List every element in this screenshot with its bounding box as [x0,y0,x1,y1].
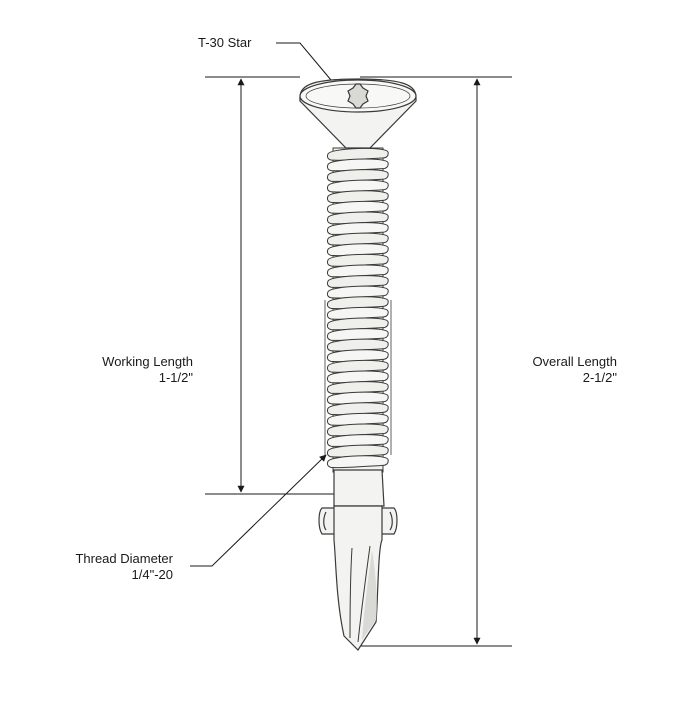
star-drive-icon [347,83,369,109]
flute-groove [349,545,371,643]
thread-ridge [326,200,389,214]
thread-ridge [326,412,389,426]
wing-detail-right [389,511,393,531]
thread-ridge [326,444,389,458]
thread-ridge [326,434,389,447]
working-length-name: Working Length [102,354,193,369]
thread-ridge [326,264,389,278]
thread-ridge [326,253,389,267]
thread-ridge [326,381,389,394]
thread-ridge [326,423,389,437]
drive-label: T-30 Star [198,35,252,50]
thread-ridge [326,158,389,172]
thread-ridge [326,275,389,288]
flute-shade [362,550,377,640]
drive-leader-line [276,42,337,87]
thread-diameter-name: Thread Diameter [75,551,173,566]
thread-ridge [326,359,389,373]
working-length-value: 1-1/2" [158,370,193,385]
thread-ridge [326,147,389,161]
thread-ridge [326,211,389,225]
threaded-shank [324,147,392,473]
thread-ridge [326,338,389,352]
thread-ridge [326,179,389,193]
thread-ridge [326,455,389,469]
overall-length-value: 2-1/2" [582,370,617,385]
wing-detail-left [323,511,327,531]
thread-ridge [326,306,389,320]
working-length-dimension [205,76,355,495]
thread-ridge [326,232,389,246]
overall-length-name: Overall Length [532,354,617,369]
thread-ridge [326,349,389,363]
thread-ridge [326,402,389,416]
thread-ridge [326,285,389,299]
overall-length-label: Overall Length 2-1/2" [532,354,617,386]
screw-head [299,78,417,149]
shank-neck [333,469,385,507]
thread-ridge [326,169,389,182]
thread-ridge [326,243,389,257]
working-length-label: Working Length 1-1/2" [102,354,193,386]
thread-diameter-value: 1/4"-20 [131,567,173,582]
drill-point [318,469,398,651]
thread-ridge [326,370,389,384]
thread-ridge [326,296,389,310]
thread-ridge [326,222,389,235]
thread-ridge [326,317,389,331]
overall-length-dimension [360,76,512,647]
thread-ridge [326,190,389,204]
thread-ridge [326,328,389,341]
thread-leader-line [190,454,327,567]
thread-diameter-label: Thread Diameter 1/4"-20 [75,551,173,583]
thread-ridge [326,391,389,405]
